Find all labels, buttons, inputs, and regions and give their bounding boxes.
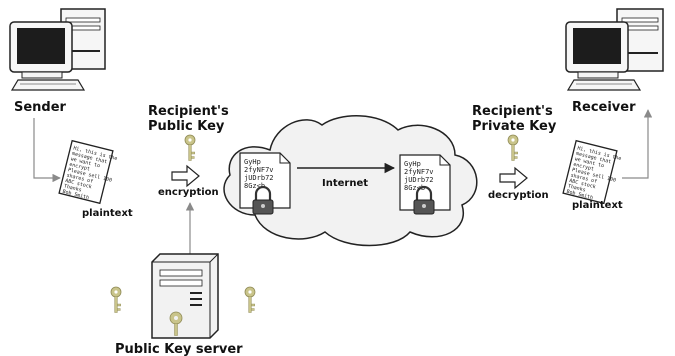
recipient-public-key-label: Recipient's Public Key — [148, 104, 233, 134]
recipient-private-key-label: Recipient's Private Key — [472, 104, 557, 134]
server-key-left-icon — [110, 286, 122, 313]
decryption-arrow-icon — [499, 166, 528, 190]
cipher-right-line: GyHp — [404, 160, 421, 168]
cipher-left-line: 8Gz<b — [244, 182, 265, 190]
private-key-icon — [507, 134, 519, 161]
encryption-arrow-icon — [171, 164, 200, 188]
server-key-icon — [169, 311, 183, 336]
cipher-left-line: jUDrb72 — [244, 174, 274, 182]
plaintext-label-left: plaintext — [82, 208, 133, 219]
sender-computer-icon — [9, 8, 106, 91]
receiver-computer-icon — [565, 8, 664, 91]
plaintext-label-right: plaintext — [572, 200, 623, 211]
sender-label: Sender — [14, 100, 67, 115]
cipher-left-line: 2fyNF7v — [244, 166, 274, 174]
encryption-label: encryption — [158, 187, 219, 198]
public-key-icon — [184, 134, 196, 161]
cipher-right-line: jUDrb72 — [404, 176, 434, 184]
plaintext-left-line: Thanks — [63, 183, 82, 193]
cipher-left-line: GyHp — [244, 158, 261, 166]
internet-cloud — [223, 115, 478, 247]
plaintext-right-line: Thanks — [567, 183, 586, 193]
plaintext-to-receiver-arrow — [622, 109, 653, 179]
cipher-right-line: 8Gz<b — [404, 184, 425, 192]
plaintext-left-line: encrypt — [69, 162, 91, 173]
receiver-label: Receiver — [572, 100, 636, 115]
sender-to-plaintext-arrow — [33, 118, 61, 183]
decryption-label: decryption — [488, 190, 549, 201]
public-key-server-label: Public Key server — [115, 342, 243, 356]
internet-label: Internet — [322, 178, 368, 189]
public-key-server-icon — [151, 253, 219, 339]
cipher-right-line: 2fyNF7v — [404, 168, 434, 176]
server-key-right-icon — [244, 286, 256, 313]
plaintext-right-line: encrypt — [573, 162, 595, 173]
